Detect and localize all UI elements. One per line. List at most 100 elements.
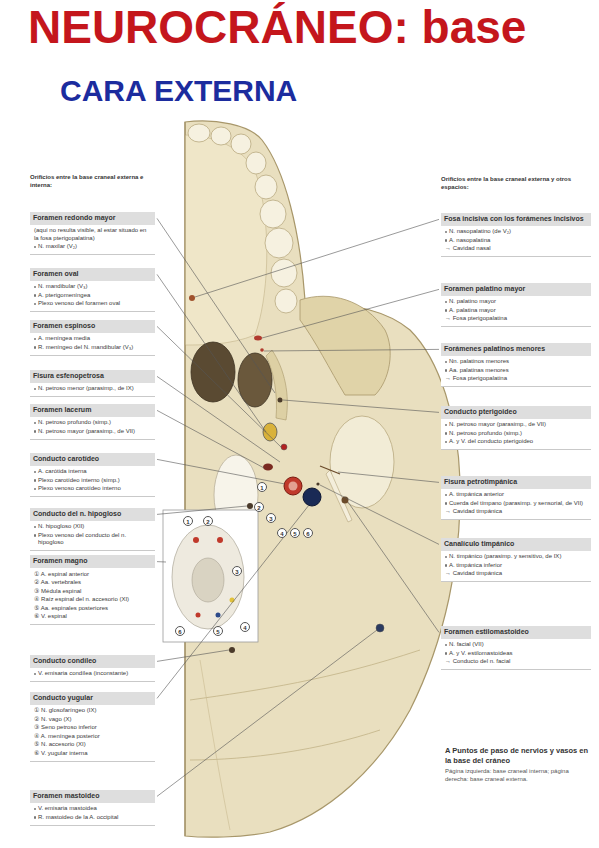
box-item: A. pterigomeníngea (30, 291, 155, 300)
pterygoid-canal (278, 398, 283, 403)
leader-line (157, 505, 309, 698)
bullet-dot (34, 816, 36, 818)
box-item: Plexo venoso carotídeo interno (30, 485, 155, 494)
bullet-dot (34, 422, 36, 424)
box-item: V. emisaria mastoidea (30, 805, 155, 814)
leader-line (157, 274, 266, 432)
box-item: ⑥ V. yugular interna (30, 749, 155, 758)
info-box: Foramen mastoideoV. emisaria mastoideaR.… (30, 790, 155, 826)
bullet-dot (34, 430, 36, 432)
bullet-dot (445, 644, 447, 646)
box-item: A. timpánica inferior (441, 561, 591, 570)
hypoglossal-canal (247, 503, 253, 509)
spinal-cord (192, 558, 224, 602)
box-item: ② Aa. vertebrales (30, 579, 155, 588)
greater-palatine-foramen (254, 336, 262, 341)
box-heading: Foramen palatino mayor (441, 283, 591, 296)
callout-number: 2 (254, 502, 264, 512)
box-heading: Foramen magno (30, 555, 155, 568)
box-heading: Fisura esfenopetrosa (30, 370, 155, 383)
box-body: Nn. palatinos menoresAa. palatinas menor… (441, 356, 591, 387)
leader-line (283, 400, 439, 412)
box-heading: Conducto del n. hipogloso (30, 508, 155, 521)
info-box: Foramen estilomastoideoN. facial (VII)A.… (441, 626, 591, 670)
mastoid-foramen (376, 624, 384, 632)
leader-line (157, 326, 281, 447)
subtitle: CARA EXTERNA (60, 74, 297, 107)
box-item: A. palatina mayor (441, 306, 591, 315)
info-box: Foramen redondo mayor(aquí no resulta vi… (30, 212, 155, 255)
box-item: ① N. glosofaríngeo (IX) (30, 707, 155, 716)
midline-cut (185, 122, 186, 836)
bullet-dot (445, 494, 447, 496)
box-body: ① A. espinal anterior② Aa. vertebrales③ … (30, 568, 155, 624)
callout-number: 1 (183, 516, 193, 526)
box-item: → Cavidad nasal (441, 245, 591, 254)
box-item: Plexo venoso del foramen oval (30, 300, 155, 309)
box-item: ① A. espinal anterior (30, 570, 155, 579)
box-item: Nn. palatinos menores (441, 358, 591, 367)
box-item: ④ Raíz espinal del n. accesorio (XI) (30, 596, 155, 605)
styloid-process (326, 470, 352, 522)
bullet-dot (445, 231, 447, 233)
pterygoid-process (266, 350, 287, 420)
note-text: Página izquierda: base craneal interna; … (445, 768, 593, 784)
box-item: ⑥ V. espinal (30, 613, 155, 622)
box-body: N. mandibular (V₃)A. pterigomeníngeaPlex… (30, 281, 155, 312)
box-item: A. nasopalatina (441, 236, 591, 245)
box-item: ⑤ N. accesorio (XI) (30, 741, 155, 750)
foramen-spinosum (281, 444, 287, 450)
info-box: Foramen palatino mayor N. palatino mayorA… (441, 283, 591, 327)
bullet-dot (445, 361, 447, 363)
box-body: N. hipogloso (XII)Plexo venoso del condu… (30, 521, 155, 551)
nerve (230, 598, 235, 603)
info-box: Foramen ovalN. mandibular (V₃)A. pterigo… (30, 268, 155, 312)
incisive-foramen (189, 295, 195, 301)
callout-number: 6 (303, 528, 313, 538)
vessel (193, 537, 199, 543)
callout-number: 4 (277, 528, 287, 538)
box-heading: Fisura petrotimpánica (441, 476, 591, 489)
box-body: A. meníngea mediaR. meníngeo del N. mand… (30, 333, 155, 355)
nuchal-line (190, 730, 380, 760)
info-box: Conducto carotídeoA. carótida internaPle… (30, 453, 155, 497)
box-item: N. timpánico (parasimp. y sensitivo, de … (441, 553, 591, 562)
figure-caption: A Puntos de paso de nervios y vasos en l… (445, 746, 593, 766)
box-item: ③ Médula espinal (30, 587, 155, 596)
box-body: N. petroso mayor (parasimp., de VII)N. p… (441, 419, 591, 450)
box-heading: Forámenes palatinos menores (441, 343, 591, 356)
bullet-dot (445, 424, 447, 426)
lesser-palatine-foramen (260, 348, 264, 352)
box-item: ⑤ Aa. espinales posteriores (30, 604, 155, 613)
box-body: V. emisaria mastoideaR. mastoideo de la … (30, 803, 155, 825)
box-body: N. nasopalatino (de V₂)A. nasopalatina→ … (441, 226, 591, 257)
bullet-dot (445, 502, 447, 504)
box-item: A. meníngea media (30, 335, 155, 344)
leader-line (348, 502, 439, 632)
bullet-dot (34, 471, 36, 473)
box-item: ③ Seno petroso inferior (30, 724, 155, 733)
box-item: Plexo venoso del conducto del n. hipoglo… (30, 531, 155, 547)
zygomatic-arch (300, 296, 390, 395)
carotid-canal-inner (289, 482, 298, 491)
box-heading: Foramen estilomastoideo (441, 626, 591, 639)
bullet-dot (445, 301, 447, 303)
bullet-dot (445, 432, 447, 434)
leader-line (157, 410, 264, 468)
box-item: ④ A. meníngea posterior (30, 732, 155, 741)
jugular-foramen (303, 488, 321, 506)
callout-number: 5 (213, 626, 223, 636)
box-item: N. palatino mayor (441, 298, 591, 307)
box-heading: Foramen espinoso (30, 320, 155, 333)
box-body: N. timpánico (parasimp. y sensitivo, de … (441, 551, 591, 582)
leader-line (157, 376, 280, 462)
bullet-dot (34, 479, 36, 481)
bullet-dot (34, 488, 36, 490)
box-item: (aquí no resulta visible, al estar situa… (30, 227, 155, 243)
page-title: NEUROCRÁNEO: base (28, 2, 526, 53)
callout-number: 6 (175, 626, 185, 636)
leader-line (157, 630, 377, 796)
box-item: Aa. palatinas menores (441, 366, 591, 375)
box-item: N. petroso mayor (parasimp., de VII) (30, 427, 155, 436)
vessel (217, 537, 223, 543)
